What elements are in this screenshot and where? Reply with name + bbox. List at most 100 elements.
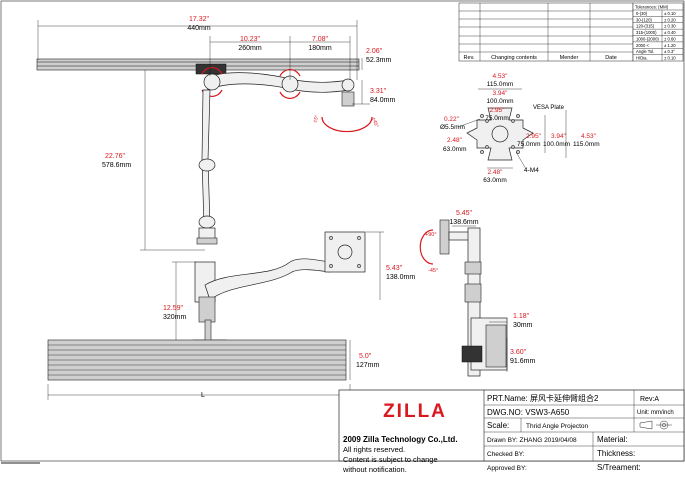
vesa-right-mid-mm: 100.0mm xyxy=(543,141,570,148)
vesa-right-outer-inch: 4.53" xyxy=(581,133,597,140)
vesa-hole-inch: 0.22" xyxy=(444,116,460,123)
projection: Thrid Angle Projecton xyxy=(526,423,589,430)
vesa-left-inch: 2.48" xyxy=(447,137,463,144)
notice-line-2: Content is subject to change xyxy=(343,455,438,464)
length-L: L xyxy=(201,392,205,399)
top-arm xyxy=(204,258,331,301)
tolerance-value: ± 0.3° xyxy=(664,49,675,54)
tolerance-value: ± 0.60 xyxy=(664,36,676,41)
vesa-bottom-inch: 2.48" xyxy=(488,169,504,176)
company-name: 2009 Zilla Technology Co.,Ltd. xyxy=(343,435,458,444)
vesa-right-outer-mm: 115.0mm xyxy=(573,141,600,148)
projection-symbol-icon xyxy=(639,420,672,430)
swivel-left-angle: ±5° xyxy=(312,115,320,124)
side-base-inch: 3.60" xyxy=(510,349,527,356)
material: Material: xyxy=(597,435,628,444)
drawn-by: Drawn BY: ZHANG 2019/04/08 xyxy=(487,437,577,444)
notice-line-1: All rights reserved. xyxy=(343,445,405,454)
side-reach-inch: 5.45" xyxy=(456,210,473,217)
vesa-top-inner-mm: 75.0mm xyxy=(485,115,508,122)
tolerance-table: Tolerances: (MM) 0-(30) ± 0.10 30-(120) ± 0… xyxy=(632,2,684,62)
height-inch: 22.76" xyxy=(105,153,126,160)
vesa-right-mid-inch: 3.94" xyxy=(551,133,567,140)
tilt-up-angle: +90° xyxy=(425,232,437,238)
pole xyxy=(201,89,211,226)
tolerance-value: ± 0.40 xyxy=(664,30,676,35)
side-reach-mm: 138.6mm xyxy=(449,219,478,226)
tilt-down-angle: -45° xyxy=(428,268,438,274)
side-vesa-plate xyxy=(439,219,450,255)
tolerance-value: ± 1.20 xyxy=(664,43,676,48)
revision-table: Rev. Changing contents Mender Date xyxy=(458,2,634,62)
top-view: 12.59" 320mm 5.43" 138.0mm 5.0" 127mm L xyxy=(47,231,415,400)
tilt-arc xyxy=(419,229,434,265)
changing-contents-header: Changing contents xyxy=(491,55,537,61)
mender-header: Mender xyxy=(560,55,579,61)
tolerance-range: H/Dia. xyxy=(636,56,648,61)
vesa-left-mm: 63.0mm xyxy=(443,146,466,153)
notice-line-3: without notification. xyxy=(342,465,407,474)
arm1-inch: 10.23" xyxy=(240,36,261,43)
vesa-plate-view: VESA Plate 4.53" 115.0mm 3.94" 100.0mm 2… xyxy=(440,73,600,184)
drawing-number: DWG.NO: VSW3-A650 xyxy=(487,408,570,417)
side-clamp-mm: 30mm xyxy=(513,322,533,329)
vesa-center-hub xyxy=(491,125,509,143)
side-base-mm: 91.6mm xyxy=(510,358,535,365)
treatment: S/Treament: xyxy=(597,463,641,472)
tolerance-range: 0-(30) xyxy=(636,11,648,16)
scale: Scale: xyxy=(487,421,509,430)
tolerance-range: 120-(315) xyxy=(636,24,655,29)
thickness: Thickness: xyxy=(597,449,635,458)
revision: Rev:A xyxy=(640,396,659,403)
vesa-top-outer-inch: 4.53" xyxy=(493,73,509,80)
pole-inch: 12.59" xyxy=(163,305,184,312)
total-width-mm: 440mm xyxy=(187,25,211,32)
side-clamp-inch: 1.18" xyxy=(513,313,530,320)
base-mm: 127mm xyxy=(356,362,380,369)
approved-by: Approved BY: xyxy=(487,465,527,472)
tolerance-value: ± 0.10 xyxy=(664,11,676,16)
zilla-logo: ZILLA xyxy=(383,401,447,422)
tolerance-range: 2000 < xyxy=(636,43,649,48)
tolerance-value: ± 0.10 xyxy=(664,56,676,61)
arm-segments xyxy=(204,72,351,93)
base-inch: 5.0" xyxy=(359,353,372,360)
pole-mm: 320mm xyxy=(163,314,187,321)
total-width-inch: 17.32" xyxy=(189,16,210,23)
height-mm: 578.6mm xyxy=(102,162,131,169)
front-view: ±5° ±45° 17.32" 440mm 10.23" 260mm 7.08"… xyxy=(36,16,395,251)
part-name: PRT.Name: 屏风卡延伸臂组合2 xyxy=(487,393,599,403)
vesa-right-inner-inch: 2.95" xyxy=(526,133,542,140)
vesa-bottom-mm: 63.0mm xyxy=(483,177,506,184)
vesa-screw-spec: 4-M4 xyxy=(524,167,539,174)
tolerance-range: 315-(1000) xyxy=(636,30,657,35)
checked-by: Checked BY: xyxy=(487,451,525,458)
rev-header: Rev. xyxy=(464,55,475,61)
arm2-mm: 180mm xyxy=(308,45,332,52)
swivel-right-angle: ±45° xyxy=(370,117,379,129)
tolerance-value: ± 0.30 xyxy=(664,24,676,29)
tolerance-range: 1000-(2000) xyxy=(636,36,659,41)
date-header: Date xyxy=(605,55,617,61)
clamp-top-mm: 52.3mm xyxy=(366,57,391,64)
side-view: +90° -45° 5.45" 138.6mm 1.18" 30mm 3.60"… xyxy=(419,210,535,377)
vesa-right-inner-mm: 75.0mm xyxy=(517,141,540,148)
arm2-inch: 7.08" xyxy=(312,36,329,43)
title-block: ZILLA 2009 Zilla Technology Co.,Ltd. All… xyxy=(338,389,685,474)
vesa-hole-mm: Ø5.5mm xyxy=(440,124,465,131)
side-clamp xyxy=(485,324,507,368)
vesa-top-outer-mm: 115.0mm xyxy=(487,81,514,88)
tolerance-range: 30-(120) xyxy=(636,17,652,22)
vesa-top-mid-mm: 100.0mm xyxy=(486,98,513,105)
tolerance-range: Angle Tol. xyxy=(636,49,654,54)
plate-height-mm: 138.0mm xyxy=(386,274,415,281)
head-drop-mm: 84.0mm xyxy=(370,97,395,104)
vesa-top-inner-inch: 2.95" xyxy=(490,107,506,114)
vesa-title: VESA Plate xyxy=(533,105,565,111)
clamp-top-inch: 2.06" xyxy=(366,48,383,55)
vesa-top-mid-inch: 3.94" xyxy=(493,90,509,97)
plate-height-inch: 5.43" xyxy=(386,265,403,272)
arm1-mm: 260mm xyxy=(238,45,262,52)
tolerance-title: Tolerances: (MM) xyxy=(635,5,669,10)
